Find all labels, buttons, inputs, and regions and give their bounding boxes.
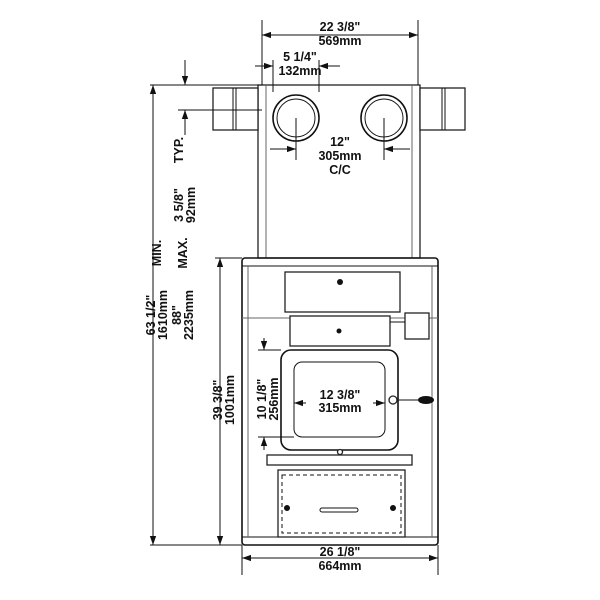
height-min-metric: 1610mm xyxy=(156,290,170,340)
height-min-note: MIN. xyxy=(150,240,164,266)
door-width-metric: 315mm xyxy=(318,401,361,415)
height-max-metric: 2235mm xyxy=(182,290,196,340)
height-max-imperial: 88" xyxy=(170,305,184,325)
door-handle xyxy=(418,396,434,404)
flue-diameter-imperial: 5 1/4" xyxy=(283,50,317,64)
door-height-metric: 256mm xyxy=(267,377,281,420)
body-height-metric: 1001mm xyxy=(223,375,237,425)
door-glass xyxy=(293,361,386,438)
door-width-imperial: 12 3/8" xyxy=(320,388,361,402)
flue-spacing-note: C/C xyxy=(329,163,351,177)
flue-offset-note: TYP. xyxy=(172,137,186,163)
door-height-imperial: 10 1/8" xyxy=(255,379,269,420)
flue-offset-imperial: 3 5/8" xyxy=(172,188,186,222)
side-box xyxy=(404,312,430,340)
dimension-lines xyxy=(149,20,439,575)
overall-width-imperial: 22 3/8" xyxy=(320,20,361,34)
flue-spacing-metric: 305mm xyxy=(318,149,361,163)
flue-spacing-imperial: 12" xyxy=(330,135,350,149)
flue-diameter-metric: 132mm xyxy=(278,64,321,78)
height-min-imperial: 63 1/2" xyxy=(144,295,158,336)
stove-body xyxy=(241,257,439,546)
body-height-imperial: 39 3/8" xyxy=(211,380,225,421)
ash-lip xyxy=(266,454,413,466)
flue-offset-metric: 92mm xyxy=(184,187,198,223)
ash-drawer xyxy=(277,469,406,538)
height-max-note: MAX. xyxy=(176,237,190,268)
overall-width-metric: 569mm xyxy=(318,34,361,48)
body-width-metric: 664mm xyxy=(318,559,361,573)
top-panel xyxy=(284,271,401,313)
body-width-imperial: 26 1/8" xyxy=(320,545,361,559)
